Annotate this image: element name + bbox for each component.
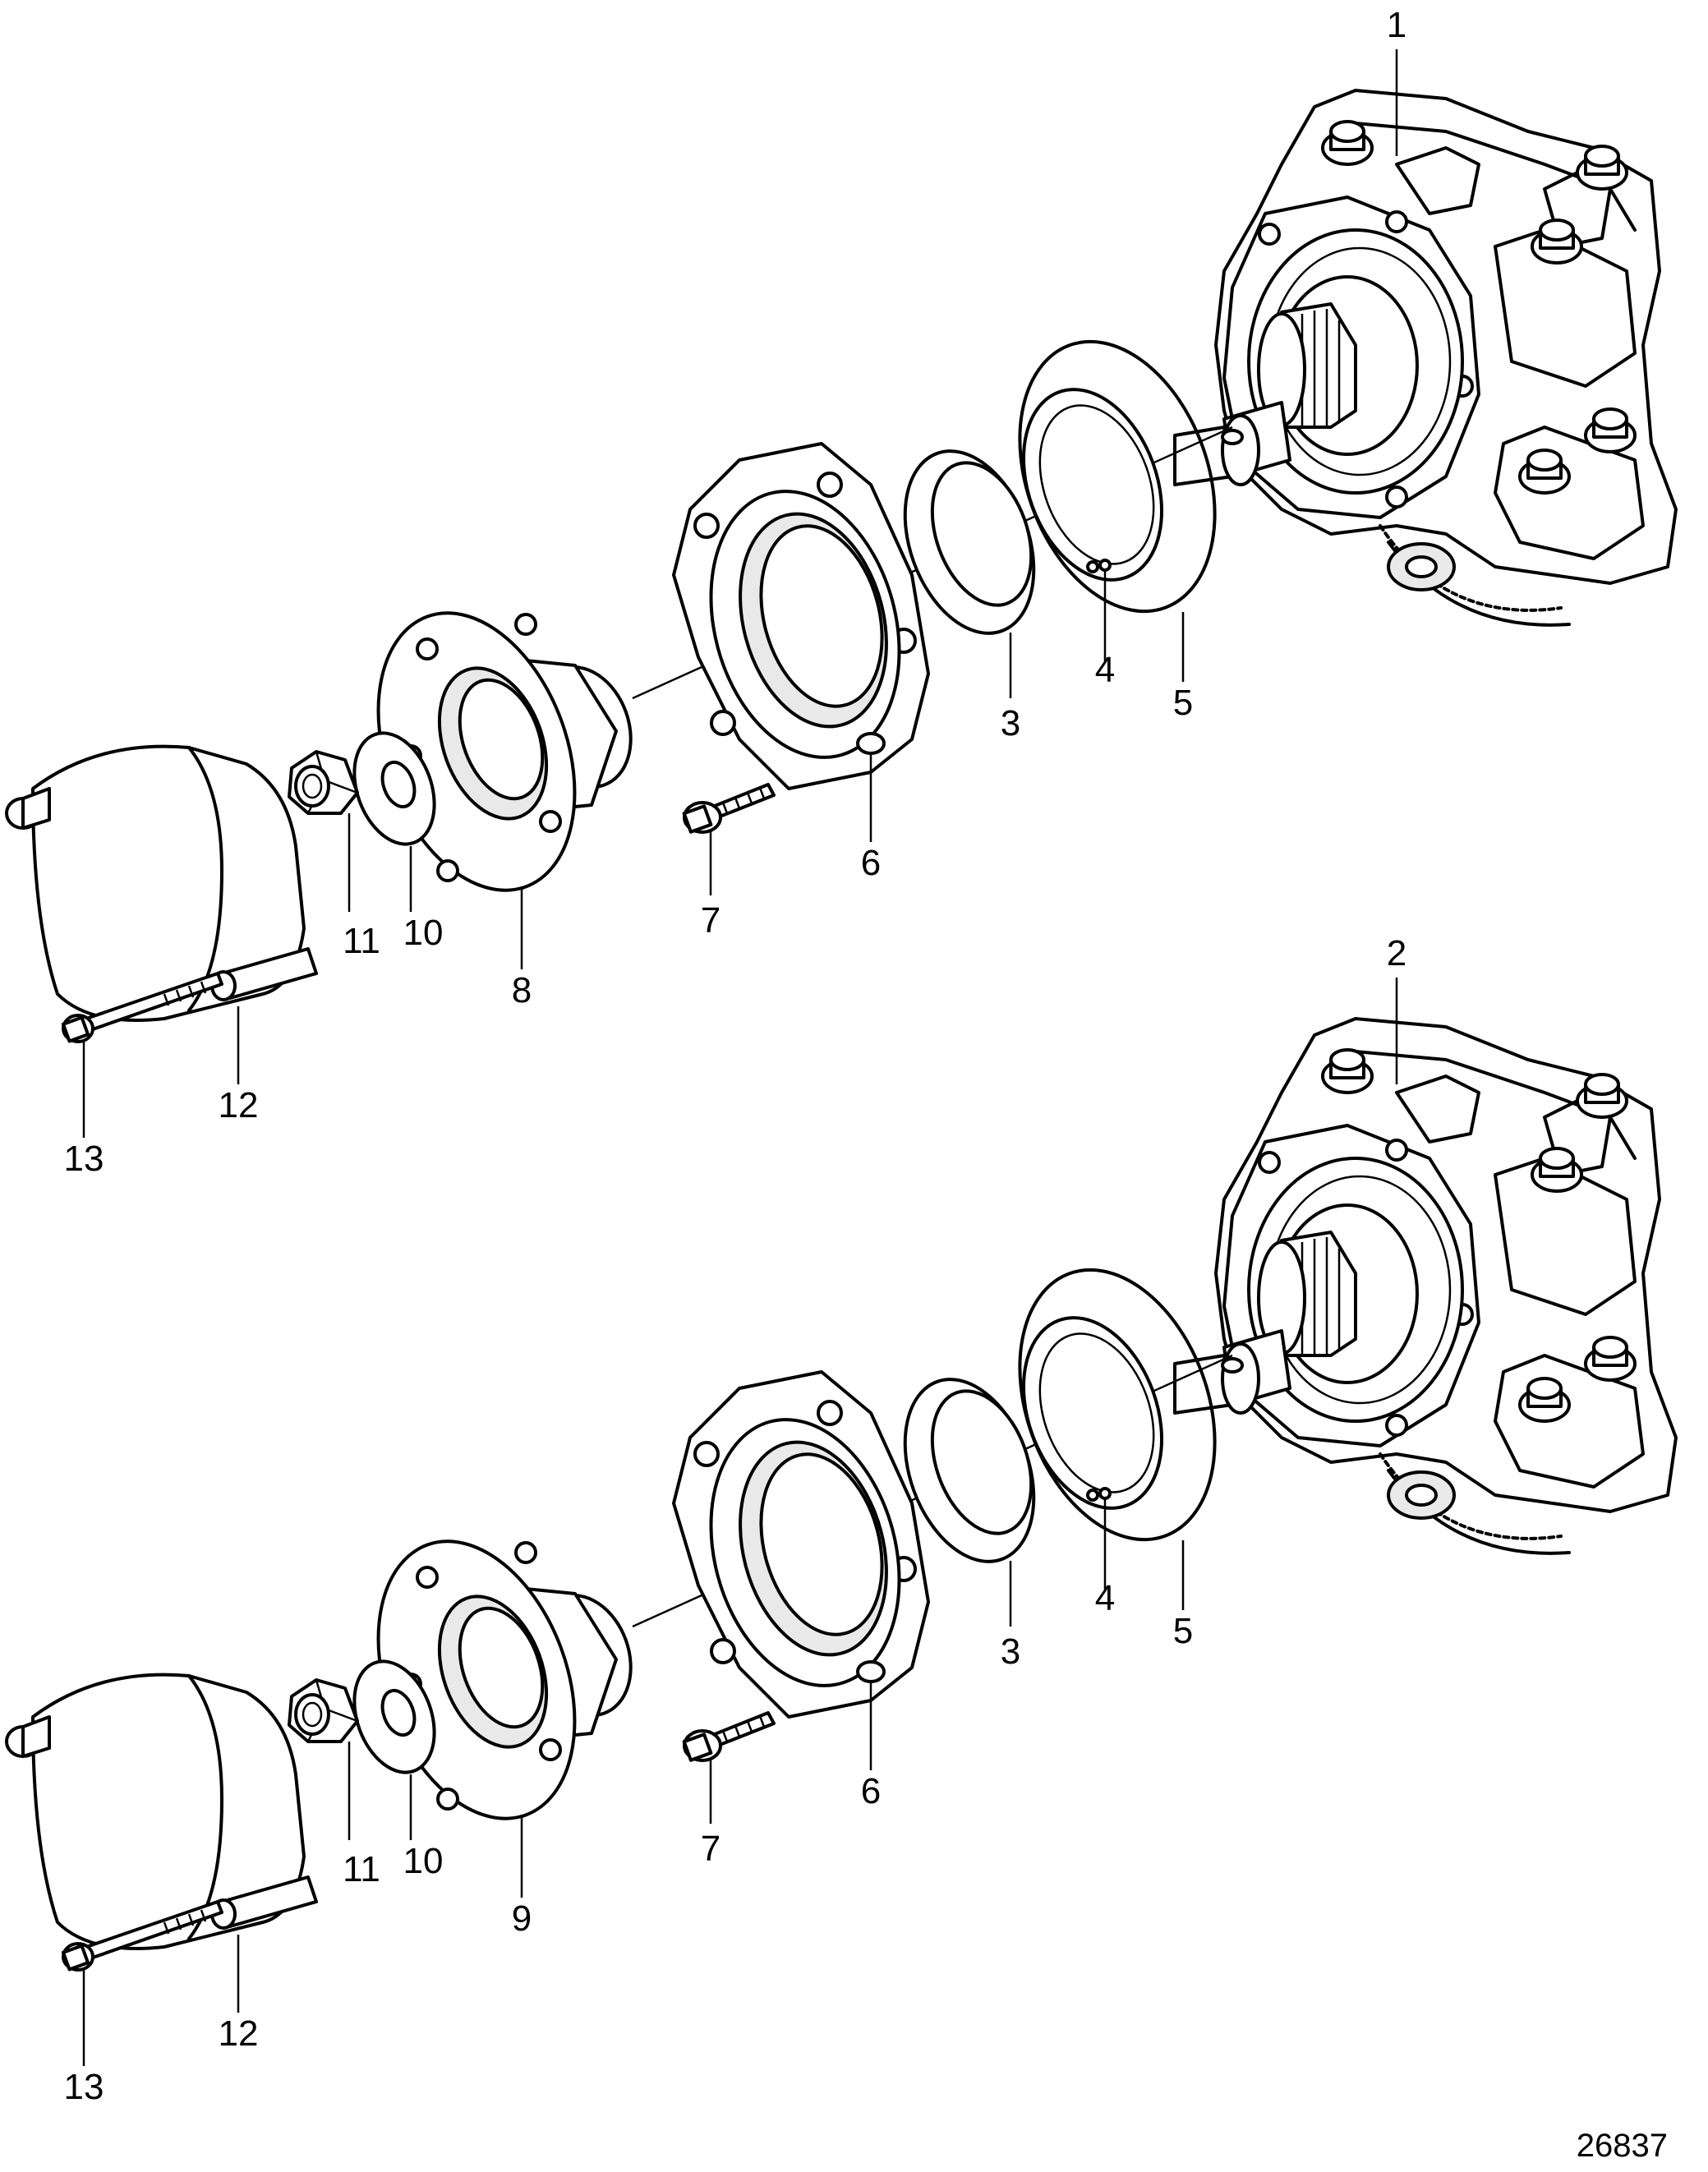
callout-5: 5 <box>1173 683 1193 723</box>
callouts-lower: 2 3 4 5 6 7 9 10 11 12 13 <box>64 933 1407 2107</box>
callout-11: 11 <box>343 921 380 961</box>
callout-13: 13 <box>64 2067 104 2107</box>
callout-13: 13 <box>64 1139 104 1179</box>
callout-6: 6 <box>861 843 881 883</box>
callout-7: 7 <box>701 1829 720 1869</box>
callouts-upper: 1 3 4 5 6 7 8 10 11 12 13 <box>64 5 1407 1179</box>
callout-6: 6 <box>861 1771 881 1811</box>
callout-5: 5 <box>1173 1611 1193 1651</box>
callout-12: 12 <box>219 1085 259 1125</box>
callout-3: 3 <box>1001 1631 1020 1672</box>
callout-9: 9 <box>512 1898 532 1939</box>
assembly-lower <box>5 976 1678 2068</box>
callout-4: 4 <box>1095 1578 1115 1618</box>
callout-10: 10 <box>403 913 444 953</box>
callout-3: 3 <box>1001 703 1020 743</box>
callout-4: 4 <box>1095 650 1115 690</box>
callout-8: 8 <box>512 970 532 1010</box>
callout-2: 2 <box>1387 933 1406 973</box>
callout-10: 10 <box>403 1841 444 1881</box>
callout-12: 12 <box>219 2013 259 2054</box>
callout-11: 11 <box>343 1849 380 1889</box>
callout-7: 7 <box>701 900 720 941</box>
drawing-reference-number: 26837 <box>1577 2128 1668 2164</box>
callout-1: 1 <box>1387 5 1406 45</box>
assembly-upper <box>5 48 1678 1139</box>
